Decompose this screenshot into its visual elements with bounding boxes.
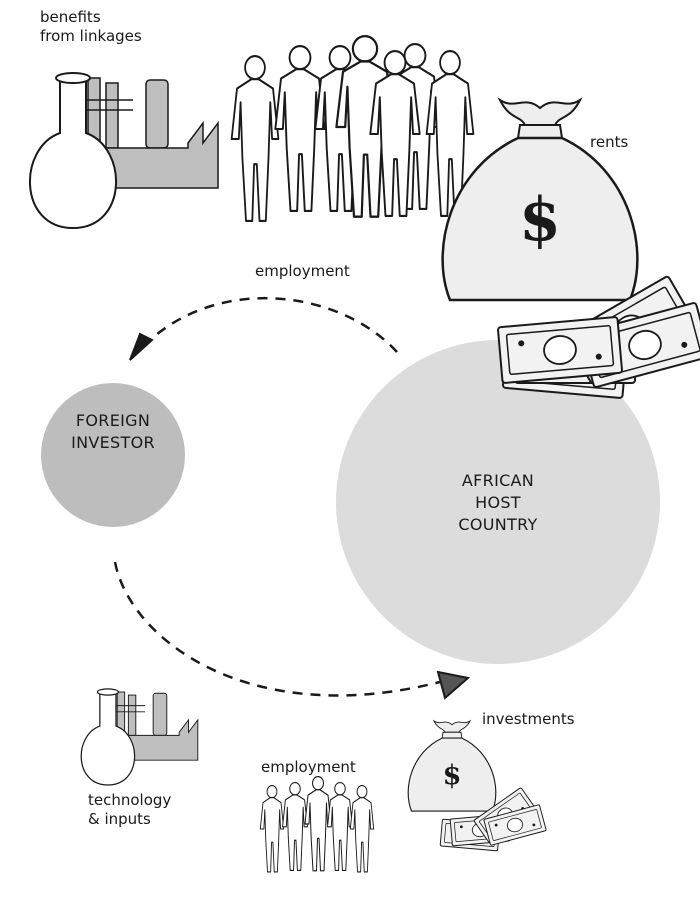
host-country-circle [336, 340, 660, 664]
foreign-investor-node: FOREIGN INVESTOR [71, 411, 155, 452]
employment-top-label: employment [255, 262, 350, 280]
people-group-icon [230, 35, 475, 222]
flask-factory-icon [28, 72, 220, 229]
people-group-small-icon [259, 775, 375, 873]
host-country-node: AFRICAN HOST COUNTRY [458, 471, 538, 534]
investments-label: investments [482, 710, 575, 728]
technology-label: technology & inputs [88, 791, 172, 828]
money-bag-small-icon [407, 720, 497, 812]
bottom-arrowhead-icon [436, 670, 471, 700]
bottom-flow-arrow [113, 561, 441, 697]
foreign-investor-circle [41, 383, 185, 527]
employment-bottom-label: employment [261, 758, 356, 776]
flask-factory-small-icon [80, 688, 199, 786]
benefits-label: benefits from linkages [40, 8, 142, 45]
top-arrowhead-icon [130, 334, 152, 360]
rents-label: rents [590, 133, 629, 151]
top-flow-arrow [147, 296, 398, 353]
